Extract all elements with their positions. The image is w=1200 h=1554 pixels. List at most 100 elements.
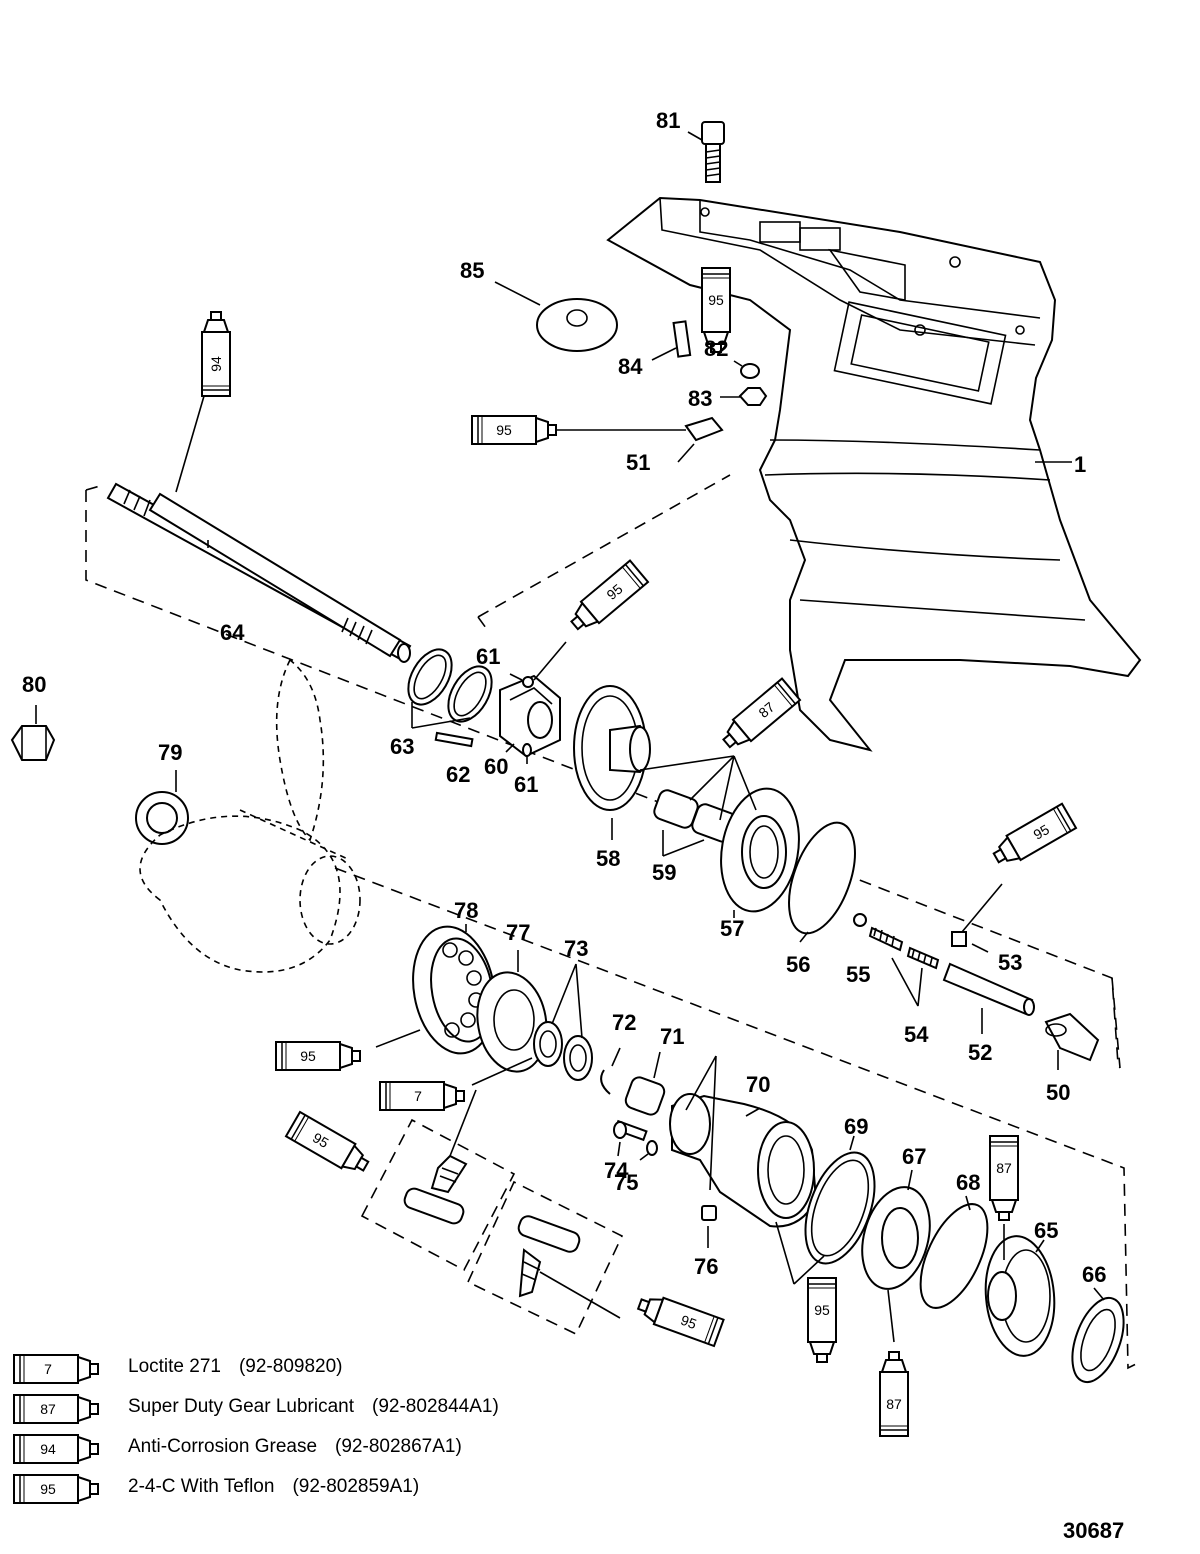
- callout-82: 82: [704, 336, 728, 361]
- legend-name: Super Duty Gear Lubricant: [128, 1396, 355, 1417]
- tube-95-detent: 95: [533, 559, 649, 681]
- callout-61a: 61: [476, 644, 500, 669]
- tube-94-shaft: 94: [175, 311, 231, 493]
- callout-79: 79: [158, 740, 182, 765]
- tapered-bearing-67: [861, 1169, 931, 1290]
- tapered-bearing-57: [720, 787, 800, 918]
- o-ring-69: [804, 1135, 876, 1265]
- callout-1: 1: [1074, 452, 1086, 477]
- callout-81: 81: [656, 108, 680, 133]
- bearing-carrier-70: [669, 1093, 818, 1228]
- callout-69: 69: [844, 1114, 868, 1139]
- pin-51: [548, 416, 724, 463]
- callout-57: 57: [720, 916, 744, 941]
- tube-87-gear: 87: [639, 677, 801, 821]
- svg-text:95: 95: [679, 1312, 699, 1332]
- svg-text:95: 95: [300, 1048, 316, 1064]
- tube-95-carrier: 95: [685, 267, 731, 1191]
- tube-87-gear65: 87: [989, 1135, 1019, 1260]
- gear-housing: [606, 196, 1142, 752]
- legend-part-number: (92-802859A1): [292, 1476, 420, 1497]
- needle-bearing-71: [624, 1051, 666, 1116]
- clutch-60: [499, 674, 561, 758]
- legend-part-number: (92-809820): [238, 1356, 343, 1377]
- svg-text:87: 87: [996, 1160, 1012, 1176]
- svg-text:95: 95: [496, 422, 512, 438]
- callout-66: 66: [1082, 1262, 1106, 1287]
- retaining-ring-72: [600, 1047, 621, 1095]
- key-76: [701, 1205, 717, 1248]
- svg-text:7: 7: [414, 1088, 422, 1104]
- assembly-boundary-lines: [85, 474, 1141, 1370]
- screw-84: [651, 320, 692, 361]
- svg-text:95: 95: [1031, 821, 1053, 843]
- forward-gear-58: [573, 685, 651, 840]
- svg-text:95: 95: [310, 1129, 332, 1151]
- callout-56: 56: [786, 952, 810, 977]
- callout-59: 59: [652, 860, 676, 885]
- washer-82: [733, 360, 760, 379]
- callout-50: 50: [1046, 1080, 1070, 1105]
- callout-52: 52: [968, 1040, 992, 1065]
- callout-70: 70: [746, 1072, 770, 1097]
- callout-62: 62: [446, 762, 470, 787]
- svg-text:94: 94: [40, 1441, 56, 1457]
- callout-65: 65: [1034, 1218, 1058, 1243]
- figure-number: 30687: [1063, 1518, 1125, 1543]
- shim-56: [788, 821, 856, 943]
- callout-77: 77: [506, 920, 530, 945]
- springs-54: [868, 926, 940, 1007]
- cross-pin-62: [434, 731, 474, 748]
- legend-row-95: 95 2-4-C With Teflon (92-802859A1): [10, 1472, 630, 1512]
- svg-text:87: 87: [40, 1401, 56, 1417]
- callout-85: 85: [460, 258, 484, 283]
- detent-balls-61: [509, 673, 534, 764]
- tube-95-shift: 95: [961, 802, 1077, 933]
- callout-72: 72: [612, 1010, 636, 1035]
- tube-95-bearing: 95: [275, 1041, 361, 1071]
- anode-plate-85: [494, 281, 618, 352]
- ball-55: [853, 913, 867, 927]
- callout-78: 78: [454, 898, 478, 923]
- legend-part-number: (92-802844A1): [372, 1396, 499, 1417]
- legend-part-number: (92-802867A1): [335, 1436, 462, 1457]
- svg-text:95: 95: [708, 292, 724, 308]
- tube-icon: 94: [13, 1434, 99, 1464]
- callout-63: 63: [390, 734, 414, 759]
- callout-67: 67: [902, 1144, 926, 1169]
- shift-shaft-52: [942, 962, 1035, 1034]
- callout-61b: 61: [514, 772, 538, 797]
- tube-95-detail2: 95: [539, 1271, 725, 1347]
- callout-83: 83: [688, 386, 712, 411]
- callout-84: 84: [618, 354, 643, 379]
- cam-follower-53: [951, 931, 989, 953]
- tube-icon: 95: [13, 1474, 99, 1504]
- tube-87-bearing: 87: [879, 1289, 909, 1437]
- legend-row-7: 7 Loctite 271(92-809820): [10, 1352, 630, 1392]
- washer-75: [639, 1140, 658, 1161]
- callout-75: 75: [614, 1170, 638, 1195]
- lubricant-legend: 7 Loctite 271(92-809820) 87 Super Duty G…: [10, 1352, 630, 1512]
- cam-50: [1044, 1012, 1100, 1070]
- legend-name: 2-4-C With Teflon: [128, 1476, 275, 1497]
- svg-text:95: 95: [814, 1302, 830, 1318]
- callout-76: 76: [694, 1254, 718, 1279]
- tube-95-detail1: 95: [285, 1089, 477, 1180]
- tube-95-oring: 95: [775, 1221, 837, 1363]
- propeller-shaft-64: [106, 482, 412, 663]
- callout-60: 60: [484, 754, 508, 779]
- callout-64: 64: [220, 620, 245, 645]
- nut-80: [10, 705, 56, 761]
- svg-text:95: 95: [40, 1481, 56, 1497]
- callout-80: 80: [22, 672, 46, 697]
- bolt-74: [613, 1119, 648, 1157]
- thrust-washer-77: [476, 950, 548, 1073]
- detail-box-2: [466, 1180, 624, 1336]
- callout-labels: 1 50 51 52 53 54 55 56 57 58 59 60 61 61…: [22, 108, 1106, 1287]
- shim-68: [919, 1195, 989, 1309]
- thrust-washer-66: [1071, 1287, 1125, 1384]
- callout-51: 51: [626, 450, 650, 475]
- nut-83: [720, 387, 768, 406]
- svg-text:7: 7: [44, 1361, 52, 1377]
